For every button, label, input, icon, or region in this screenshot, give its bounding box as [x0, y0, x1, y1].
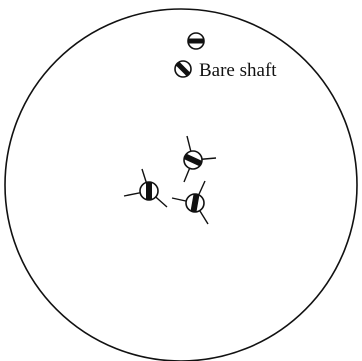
bare-shaft-label: Bare shaft — [199, 60, 277, 81]
fletched-arrow-marker-right — [172, 181, 208, 224]
fletched-arrow-marker-left — [124, 169, 167, 207]
bare-shaft-marker-top — [188, 33, 204, 49]
fletched-arrow-marker-upper — [184, 136, 216, 182]
bare-shaft-marker-legend — [172, 58, 195, 81]
